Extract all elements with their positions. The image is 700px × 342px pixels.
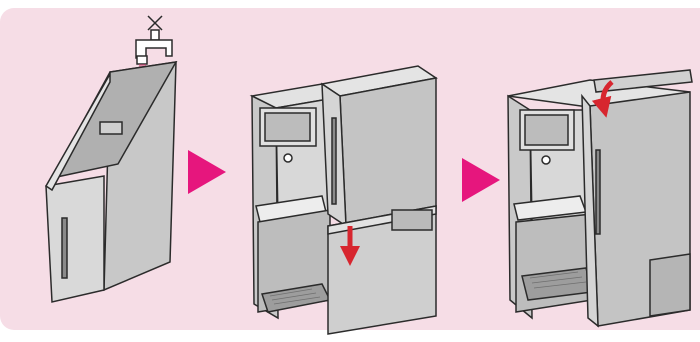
step-3-tank-inserted [508, 70, 692, 326]
water-tank-icon [46, 62, 176, 302]
step-2-insert-tank [252, 66, 436, 334]
step-1-fill-tank [46, 16, 176, 302]
faucet-icon [136, 16, 172, 64]
next-step-arrow-icon [462, 158, 500, 202]
power-button-icon [542, 156, 550, 164]
power-button-icon [284, 154, 292, 162]
next-step-arrow-icon [188, 150, 226, 194]
